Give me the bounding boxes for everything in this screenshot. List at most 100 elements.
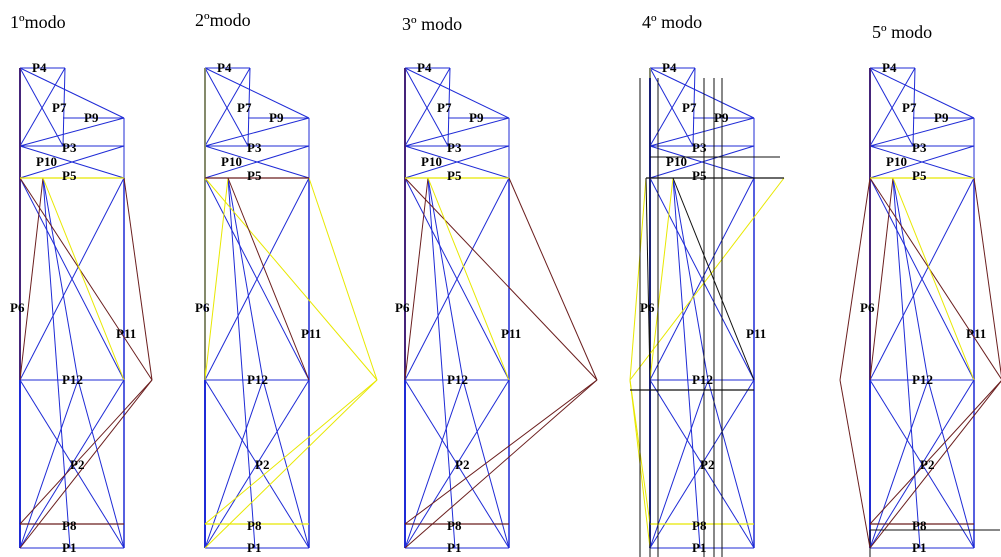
deformed-frame — [204, 68, 378, 549]
node-label-p6: P6 — [640, 300, 655, 315]
undeformed-member — [77, 379, 125, 549]
deformed-member — [204, 379, 378, 525]
mode-title-5: 5º modo — [872, 22, 932, 42]
undeformed-member — [892, 177, 929, 381]
node-label-p7: P7 — [902, 100, 917, 115]
undeformed-member — [204, 67, 310, 119]
undeformed-member — [869, 67, 914, 147]
undeformed-member — [204, 379, 264, 549]
mode-title-4: 4º modo — [642, 12, 702, 32]
undeformed-member — [204, 145, 310, 179]
node-label-p3: P3 — [247, 140, 262, 155]
deformed-frame — [19, 68, 153, 549]
node-label-p11: P11 — [746, 326, 766, 341]
undeformed-member — [649, 67, 694, 147]
undeformed-member — [204, 67, 249, 147]
undeformed-member — [912, 67, 916, 147]
undeformed-member — [649, 379, 709, 549]
undeformed-member — [869, 379, 975, 549]
undeformed-member — [427, 177, 456, 549]
deformed-member — [42, 177, 125, 381]
deformed-frame — [404, 68, 598, 549]
undeformed-member — [204, 67, 251, 147]
node-label-p1: P1 — [912, 540, 926, 555]
node-label-p8: P8 — [62, 518, 77, 533]
node-label-p3: P3 — [62, 140, 77, 155]
mode-title-1: 1ºmodo — [10, 12, 66, 32]
deformed-member — [839, 379, 871, 549]
node-label-p10: P10 — [221, 154, 242, 169]
undeformed-member — [42, 177, 79, 381]
deformed-member — [404, 379, 598, 549]
undeformed-member — [869, 117, 975, 147]
deformed-member — [404, 177, 429, 381]
undeformed-member — [19, 145, 125, 179]
node-label-p3: P3 — [912, 140, 927, 155]
deformed-member — [427, 177, 510, 381]
node-label-p6: P6 — [860, 300, 875, 315]
deformed-member — [508, 177, 598, 381]
node-label-p12: P12 — [62, 372, 83, 387]
undeformed-member — [869, 67, 975, 119]
node-label-p6: P6 — [10, 300, 25, 315]
undeformed-member — [649, 379, 755, 549]
undeformed-member — [447, 67, 451, 147]
undeformed-member — [19, 177, 125, 381]
node-label-p5: P5 — [447, 168, 462, 183]
node-label-p6: P6 — [195, 300, 210, 315]
undeformed-member — [649, 67, 755, 119]
node-label-p10: P10 — [421, 154, 442, 169]
deformed-frame — [629, 68, 785, 557]
node-label-p11: P11 — [116, 326, 136, 341]
node-label-p12: P12 — [247, 372, 268, 387]
undeformed-member — [404, 177, 510, 381]
undeformed-member — [262, 379, 310, 549]
deformed-member — [227, 177, 310, 381]
undeformed-member — [404, 145, 510, 179]
undeformed-member — [869, 379, 929, 549]
node-label-p7: P7 — [437, 100, 452, 115]
node-label-p10: P10 — [886, 154, 907, 169]
deformed-member — [123, 177, 153, 381]
deformed-member — [204, 379, 378, 549]
node-label-p2: P2 — [255, 457, 269, 472]
undeformed-member — [404, 67, 449, 147]
node-label-p1: P1 — [692, 540, 706, 555]
node-label-p2: P2 — [455, 457, 469, 472]
mode-title-3: 3º modo — [402, 14, 462, 34]
undeformed-member — [462, 379, 510, 549]
node-label-p4: P4 — [417, 60, 432, 75]
undeformed-member — [404, 379, 464, 549]
undeformed-member — [649, 117, 755, 147]
node-label-p11: P11 — [301, 326, 321, 341]
undeformed-member — [649, 177, 755, 381]
deformed-member — [204, 177, 378, 381]
node-label-p8: P8 — [447, 518, 462, 533]
undeformed-member — [19, 379, 79, 549]
node-label-p12: P12 — [692, 372, 713, 387]
node-label-p5: P5 — [62, 168, 77, 183]
undeformed-member — [404, 117, 510, 147]
undeformed-member — [19, 379, 125, 549]
node-label-p1: P1 — [247, 540, 261, 555]
deformed-member — [404, 379, 598, 525]
undeformed-member — [204, 379, 310, 549]
deformed-member — [869, 380, 1001, 525]
node-label-p12: P12 — [447, 372, 468, 387]
node-label-p4: P4 — [32, 60, 47, 75]
undeformed-member — [404, 67, 451, 147]
deformed-member — [19, 177, 44, 381]
undeformed-member — [227, 177, 256, 549]
node-label-p1: P1 — [62, 540, 76, 555]
undeformed-member — [692, 67, 696, 147]
undeformed-member — [227, 177, 264, 381]
node-label-p9: P9 — [934, 110, 949, 125]
undeformed-member — [404, 379, 510, 549]
